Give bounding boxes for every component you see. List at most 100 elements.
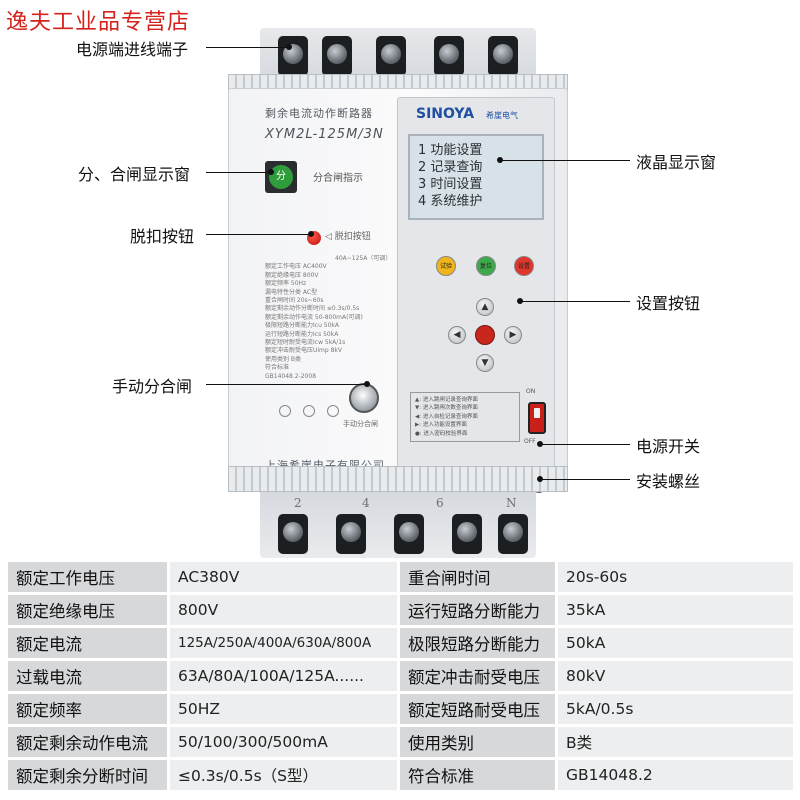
callout-line	[500, 160, 630, 161]
terminal-screw-icon	[394, 514, 424, 554]
terminal-screw-icon	[278, 36, 308, 76]
callout-line	[540, 444, 630, 445]
spec-value: 125A/250A/400A/630A/800A	[170, 628, 400, 661]
menu-guide-text: 进入自检记录查询界面	[422, 413, 478, 420]
terminal-screw-icon	[452, 514, 482, 554]
table-row: 额定绝缘电压 800V 运行短路分断能力 35kA	[8, 595, 796, 628]
terminal-screw-icon	[376, 36, 406, 76]
ccc-mark-icon	[303, 405, 315, 417]
spec-line: 符合标准	[265, 364, 290, 372]
top-terminal-block	[260, 28, 536, 96]
menu-guide-line: ▼: 进入跳闸次数查询界面	[415, 405, 478, 412]
lcd-display: 1 功能设置 2 记录查询 3 时间设置 4 系统维护	[408, 134, 544, 220]
manual-switch-knob[interactable]	[349, 383, 379, 413]
lcd-menu-item: 2 记录查询	[418, 160, 483, 175]
terminal-screw-icon	[322, 36, 352, 76]
device-spec-plate: 40A~125A（可调） 额定工作电压 AC400V 额定绝缘电压 800V 额…	[265, 255, 395, 381]
terminal-screw-icon	[278, 514, 308, 554]
spec-value: GB14048.2	[558, 760, 796, 793]
spec-label: 额定绝缘电压	[8, 595, 170, 628]
control-panel: SINOYA 希崖电气 1 功能设置 2 记录查询 3 时间设置 4 系统维护 …	[397, 97, 555, 475]
device-model: XYM2L-125M/3N	[265, 127, 384, 142]
spec-value: AC380V	[170, 562, 400, 595]
callout-dot	[308, 231, 314, 237]
menu-guide-line: ▲: 进入跳闸记录查询界面	[415, 397, 478, 403]
spec-table: 额定工作电压 AC380V 重合闸时间 20s-60s 额定绝缘电压 800V …	[8, 562, 796, 793]
menu-guide: ▲: 进入跳闸记录查询界面 ▼: 进入跳闸次数查询界面 ◀: 进入自检记录查询界…	[410, 392, 520, 442]
terminal-screw-icon	[434, 36, 464, 76]
test-button[interactable]: 试验	[436, 256, 456, 276]
callout-dot	[537, 476, 543, 482]
bottom-terminal-block	[260, 492, 536, 558]
callout-line	[206, 172, 270, 173]
menu-guide-text: 进入密码校验界面	[423, 430, 468, 437]
callout-line	[540, 479, 630, 480]
circuit-breaker-device: 剩余电流动作断路器 XYM2L-125M/3N 分 分合闸指示 ◁ 脱扣按钮 4…	[228, 18, 568, 558]
callout-dot	[537, 441, 543, 447]
spec-line: 额定冲击耐受电压Uimp 8kV	[265, 347, 343, 355]
spec-line: 漏电特性分类 AC型	[265, 288, 318, 296]
menu-guide-line: ▶: 进入功能设置界面	[415, 422, 467, 429]
device-title: 剩余电流动作断路器	[265, 107, 373, 120]
cert-mark-icon	[279, 405, 291, 417]
spec-value: 35kA	[558, 595, 796, 628]
down-arrow-icon[interactable]: ▼	[476, 354, 494, 372]
callout-line	[206, 234, 310, 235]
table-row: 额定频率 50HZ 额定短路耐受电压 5kA/0.5s	[8, 694, 796, 727]
right-arrow-icon[interactable]: ▶	[504, 326, 522, 344]
terminal-number: 4	[362, 496, 370, 510]
lcd-menu-item: 3 时间设置	[418, 177, 483, 192]
callout-line	[520, 301, 630, 302]
power-switch[interactable]	[528, 402, 546, 434]
menu-guide-line: ●: 进入密码校验界面	[415, 430, 468, 437]
ccc-mark-icon	[327, 405, 339, 417]
table-row: 额定工作电压 AC380V 重合闸时间 20s-60s	[8, 562, 796, 595]
terminal-screw-icon	[498, 514, 528, 554]
callout-trip-button: 脱扣按钮	[130, 227, 195, 246]
left-panel: 剩余电流动作断路器 XYM2L-125M/3N 分 分合闸指示 ◁ 脱扣按钮 4…	[265, 105, 395, 475]
spec-line: 使用类别 B类	[265, 355, 302, 363]
table-row: 额定剩余动作电流 50/100/300/500mA 使用类别 B类	[8, 727, 796, 760]
menu-guide-text: 进入功能设置界面	[422, 422, 467, 429]
breaker-body: 剩余电流动作断路器 XYM2L-125M/3N 分 分合闸指示 ◁ 脱扣按钮 4…	[228, 88, 568, 493]
menu-guide-line: ◀: 进入自检记录查询界面	[415, 413, 478, 420]
callout-line	[206, 47, 288, 48]
spec-line: 额定绝缘电压 800V	[265, 271, 319, 279]
settings-button[interactable]: 设置	[514, 256, 534, 276]
store-name: 逸夫工业品专营店	[6, 10, 191, 35]
trip-label-text: 脱扣按钮	[334, 232, 371, 242]
spec-value: 800V	[170, 595, 400, 628]
callout-dot	[364, 381, 370, 387]
standard: GB14048.2-2008	[265, 372, 317, 380]
terminal-screw-icon	[488, 36, 518, 76]
status-window: 分	[265, 161, 297, 193]
up-arrow-icon[interactable]: ▲	[476, 298, 494, 316]
knob-label: 手动分合闸	[343, 420, 378, 428]
spec-line: 额定频率 50Hz	[265, 280, 307, 288]
spec-value: 5kA/0.5s	[558, 694, 796, 727]
lcd-menu-item: 1 功能设置	[418, 143, 483, 158]
callout-dot	[517, 298, 523, 304]
spec-label: 额定剩余动作电流	[8, 727, 170, 760]
spec-label: 额定短路耐受电压	[400, 694, 558, 727]
spec-label: 额定冲击耐受电压	[400, 661, 558, 694]
spec-value: 80kV	[558, 661, 796, 694]
spec-label: 额定剩余分断时间	[8, 760, 170, 793]
left-arrow-icon[interactable]: ◀	[448, 326, 466, 344]
spec-line: 额定短时耐受电流Icw 5kA/1s	[265, 339, 346, 347]
switch-on-label: ON	[526, 388, 536, 395]
spec-value: ≤0.3s/0.5s（S型）	[170, 760, 400, 793]
spec-value: B类	[558, 727, 796, 760]
callout-dot	[286, 44, 292, 50]
callout-mount-screw: 安装螺丝	[636, 472, 701, 491]
spec-label: 重合闸时间	[400, 562, 558, 595]
spec-label: 使用类别	[400, 727, 558, 760]
spec-label: 额定工作电压	[8, 562, 170, 595]
callout-set-buttons: 设置按钮	[636, 294, 701, 313]
spec-line: 额定剩余动作分断时间 ≤0.3s/0.5s	[265, 305, 360, 313]
confirm-button[interactable]	[475, 325, 495, 345]
trip-label: ◁ 脱扣按钮	[325, 232, 371, 242]
reset-button[interactable]: 复位	[476, 256, 496, 276]
spec-value: 63A/80A/100A/125A......	[170, 661, 400, 694]
spec-label: 符合标准	[400, 760, 558, 793]
